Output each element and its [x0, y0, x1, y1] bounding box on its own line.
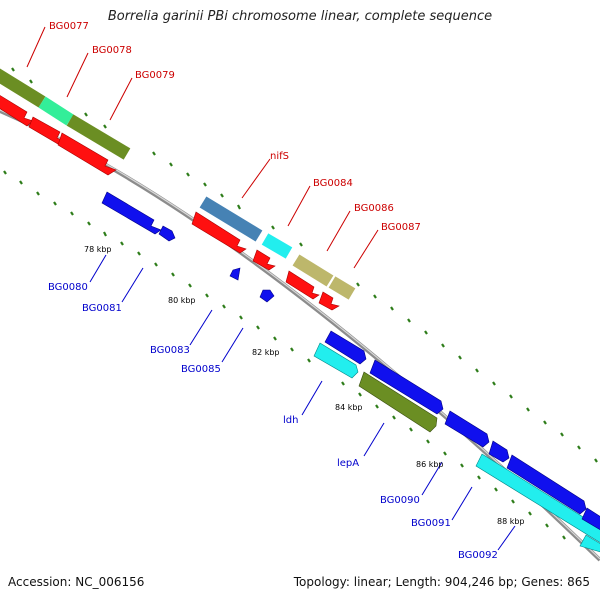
gene-label-ldh[interactable]: ldh	[283, 415, 298, 426]
forward-gene-labels: BG0077 BG0078 BG0079 nifS BG0084 BG0086 …	[49, 21, 421, 233]
gene-bg0087-arrow[interactable]	[318, 291, 340, 311]
gene-bg0086-block[interactable]	[292, 254, 334, 287]
gene-bg0090-arrow[interactable]	[506, 454, 587, 515]
gene-lepa-arrow-upper[interactable]	[324, 330, 367, 365]
kbp-labels: 78 kbp 80 kbp 82 kbp 84 kbp 86 kbp 88 kb…	[84, 245, 525, 526]
gene-bg0080-arrow[interactable]	[101, 191, 162, 235]
reverse-cds-track	[101, 191, 600, 553]
gene-label-bg0087[interactable]: BG0087	[381, 222, 421, 233]
kbp-label: 80 kbp	[168, 296, 196, 305]
accession-text: Accession: NC_006156	[8, 575, 145, 589]
gene-bg0092-arrow-upper[interactable]	[488, 440, 510, 463]
forward-cog-track	[0, 68, 356, 300]
gene-bg0083-arrow[interactable]	[229, 267, 241, 281]
gene-bg0092-arrow[interactable]	[581, 507, 600, 532]
gene-bg0085-arrow[interactable]	[259, 289, 275, 303]
gene-bg0079-block[interactable]	[66, 114, 131, 160]
gene-label-bg0085[interactable]: BG0085	[181, 364, 221, 375]
kbp-label: 86 kbp	[416, 460, 444, 469]
inner-tick-track	[3, 170, 566, 540]
gene-label-bg0090[interactable]: BG0090	[380, 495, 420, 506]
gene-label-bg0086[interactable]: BG0086	[354, 203, 394, 214]
gene-nifs-arrow[interactable]	[191, 211, 247, 254]
gene-label-bg0091[interactable]: BG0091	[411, 518, 451, 529]
gene-label-bg0081[interactable]: BG0081	[82, 303, 122, 314]
gene-label-bg0083[interactable]: BG0083	[150, 345, 190, 356]
gene-label-bg0084[interactable]: BG0084	[313, 178, 353, 189]
gene-bg0081-arrow[interactable]	[158, 225, 176, 242]
gene-label-nifs[interactable]: nifS	[270, 151, 289, 162]
gene-bg0091-arrow-upper[interactable]	[444, 410, 490, 448]
reverse-leader-lines	[89, 254, 516, 551]
gene-bg0077-block[interactable]	[0, 68, 46, 108]
gene-bg0078-arrow[interactable]	[28, 116, 65, 145]
map-title: Borrelia garinii PBi chromosome linear, …	[107, 9, 493, 24]
gene-bg0091-arrow[interactable]	[475, 453, 600, 545]
gene-label-bg0078[interactable]: BG0078	[92, 45, 132, 56]
kbp-label: 84 kbp	[335, 403, 363, 412]
forward-leader-lines	[26, 26, 379, 269]
chromosome-backbone	[0, 109, 600, 562]
gene-label-bg0092[interactable]: BG0092	[458, 550, 498, 561]
chromosome-backbone-highlight	[0, 109, 600, 560]
gene-bg0079-arrow[interactable]	[57, 132, 117, 176]
gene-nifs-block[interactable]	[199, 196, 263, 242]
gene-bg0087-block[interactable]	[328, 276, 356, 300]
gene-label-bg0080[interactable]: BG0080	[48, 282, 88, 293]
outer-tick-track	[11, 67, 598, 463]
gene-label-lepa[interactable]: lepA	[337, 458, 359, 469]
gene-tail-arrow[interactable]	[579, 534, 600, 553]
gene-bg0090-arrow-upper[interactable]	[369, 359, 444, 415]
gene-label-bg0077[interactable]: BG0077	[49, 21, 89, 32]
gene-label-bg0079[interactable]: BG0079	[135, 70, 175, 81]
reverse-gene-labels: BG0080 BG0081 BG0083 BG0085 ldh lepA BG0…	[48, 282, 498, 561]
gene-bg0086-arrow[interactable]	[285, 270, 320, 300]
topology-summary-text: Topology: linear; Length: 904,246 bp; Ge…	[293, 575, 590, 589]
kbp-label: 78 kbp	[84, 245, 112, 254]
kbp-label: 82 kbp	[252, 348, 280, 357]
gene-lepa-arrow[interactable]	[358, 371, 438, 433]
gene-ldh-arrow[interactable]	[313, 342, 359, 379]
forward-cds-track	[0, 95, 340, 311]
gene-bg0078-block[interactable]	[38, 96, 74, 126]
kbp-label: 88 kbp	[497, 517, 525, 526]
gene-bg0084-block[interactable]	[261, 233, 293, 259]
gene-bg0084-arrow[interactable]	[252, 249, 276, 271]
